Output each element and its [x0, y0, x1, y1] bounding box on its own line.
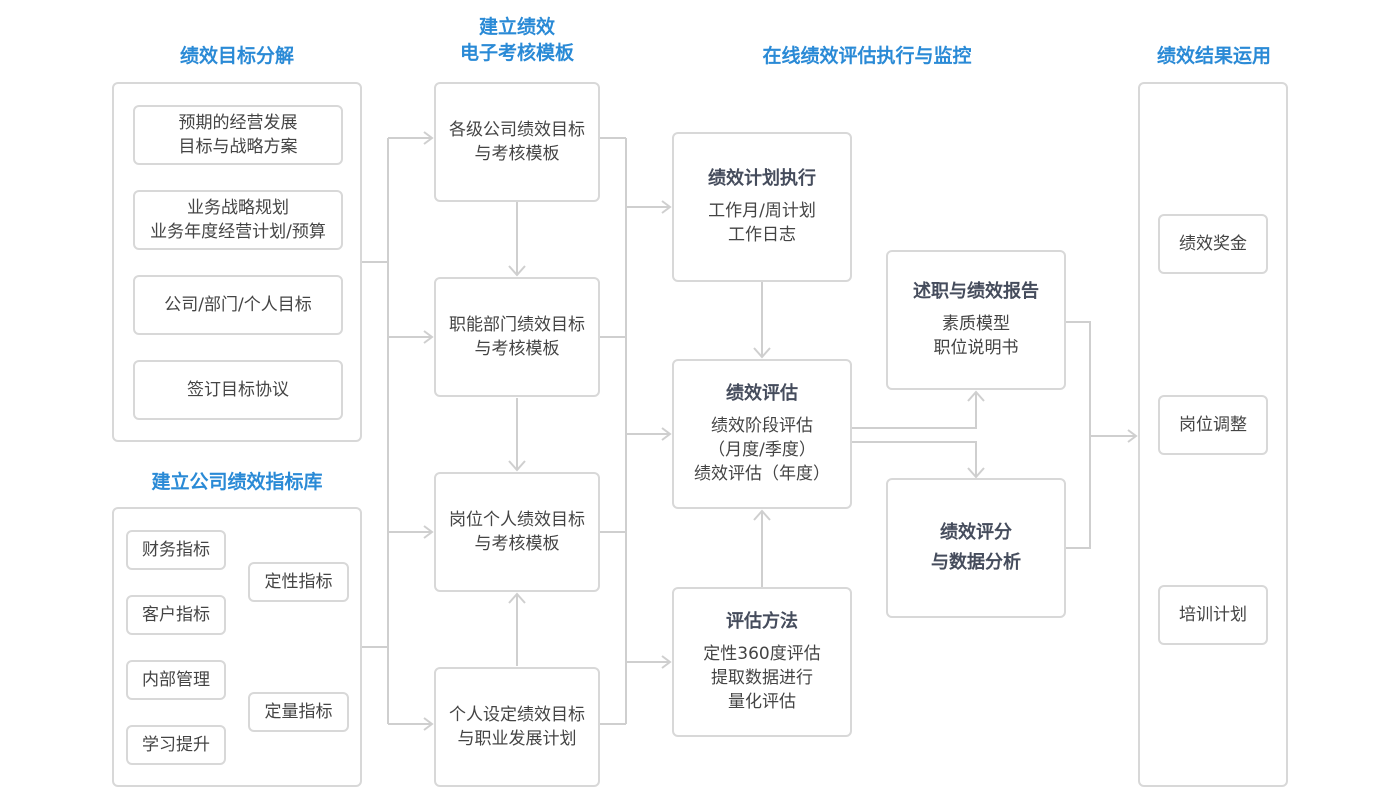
- template-personal-line2: 与职业发展计划: [457, 729, 577, 749]
- report-title: 述职与绩效报告: [913, 281, 1039, 302]
- decompose-box-goals: 公司/部门/个人目标: [133, 275, 343, 335]
- decompose-box-plan: 业务战略规划 业务年度经营计划/预算: [133, 190, 343, 250]
- indicator-quantitative-text: 定量指标: [264, 702, 333, 722]
- template-department-line2: 与考核模板: [474, 339, 560, 359]
- scoring-analysis-line1: 绩效评分: [940, 522, 1012, 543]
- result-adjust-text: 岗位调整: [1179, 415, 1247, 435]
- title-template: 建立绩效 电子考核模板: [417, 14, 617, 66]
- performance-evaluation-title: 绩效评估: [726, 383, 798, 404]
- indicator-quantitative: 定量指标: [248, 692, 349, 732]
- template-position: 岗位个人绩效目标 与考核模板: [434, 472, 600, 592]
- decompose-box-plan-line2: 业务年度经营计划/预算: [150, 222, 326, 242]
- title-decompose: 绩效目标分解: [179, 45, 294, 67]
- indicator-customer: 客户指标: [126, 595, 226, 635]
- result-training: 培训计划: [1158, 585, 1268, 645]
- decompose-box-strategy-line2: 目标与战略方案: [178, 137, 298, 157]
- plan-execution-line1: 工作月/周计划: [708, 201, 816, 221]
- decompose-box-strategy-line1: 预期的经营发展: [178, 113, 298, 133]
- indicator-qualitative-text: 定性指标: [264, 572, 333, 592]
- plan-execution-box: 绩效计划执行 工作月/周计划 工作日志: [672, 132, 852, 282]
- performance-evaluation-line1: 绩效阶段评估: [711, 416, 813, 436]
- template-personal-line1: 个人设定绩效目标: [449, 705, 585, 725]
- indicator-customer-text: 客户指标: [142, 605, 210, 625]
- indicator-qualitative: 定性指标: [248, 562, 349, 602]
- decompose-box-strategy: 预期的经营发展 目标与战略方案: [133, 105, 343, 165]
- result-bonus-text: 绩效奖金: [1179, 234, 1247, 254]
- evaluation-method-title: 评估方法: [726, 611, 798, 632]
- report-box: 述职与绩效报告 素质模型 职位说明书: [886, 250, 1066, 390]
- report-line2: 职位说明书: [933, 338, 1019, 358]
- title-indicator-library: 建立公司绩效指标库: [151, 471, 323, 493]
- performance-evaluation-line2: （月度/季度）: [708, 440, 816, 460]
- template-position-line1: 岗位个人绩效目标: [449, 510, 585, 530]
- result-bonus: 绩效奖金: [1158, 214, 1268, 274]
- plan-execution-title: 绩效计划执行: [708, 168, 816, 189]
- performance-evaluation-box: 绩效评估 绩效阶段评估 （月度/季度） 绩效评估（年度）: [672, 359, 852, 509]
- evaluation-method-line2: 提取数据进行: [711, 668, 813, 688]
- evaluation-method-line3: 量化评估: [728, 692, 796, 712]
- plan-execution-line2: 工作日志: [728, 225, 796, 245]
- template-company: 各级公司绩效目标 与考核模板: [434, 82, 600, 202]
- indicator-finance-text: 财务指标: [142, 540, 210, 560]
- indicator-internal-text: 内部管理: [142, 670, 210, 690]
- template-personal: 个人设定绩效目标 与职业发展计划: [434, 667, 600, 787]
- decompose-box-plan-line1: 业务战略规划: [187, 198, 289, 218]
- title-template-line2: 电子考核模板: [459, 42, 574, 64]
- indicator-learning: 学习提升: [126, 725, 226, 765]
- indicator-internal: 内部管理: [126, 660, 226, 700]
- performance-evaluation-line3: 绩效评估（年度）: [694, 464, 830, 484]
- title-monitor: 在线绩效评估执行与监控: [762, 45, 972, 67]
- scoring-analysis-line2: 与数据分析: [931, 552, 1021, 573]
- title-results: 绩效结果运用: [1156, 45, 1271, 67]
- evaluation-method-box: 评估方法 定性360度评估 提取数据进行 量化评估: [672, 587, 852, 737]
- decompose-box-goals-text: 公司/部门/个人目标: [164, 295, 312, 315]
- indicator-learning-text: 学习提升: [142, 735, 210, 755]
- template-department-line1: 职能部门绩效目标: [449, 315, 585, 335]
- template-company-line2: 与考核模板: [474, 144, 560, 164]
- decompose-box-agreement-text: 签订目标协议: [187, 380, 289, 400]
- template-department: 职能部门绩效目标 与考核模板: [434, 277, 600, 397]
- template-company-line1: 各级公司绩效目标: [449, 120, 585, 140]
- indicator-finance: 财务指标: [126, 530, 226, 570]
- title-template-line1: 建立绩效: [478, 16, 555, 38]
- template-position-line2: 与考核模板: [474, 534, 560, 554]
- result-adjust: 岗位调整: [1158, 395, 1268, 455]
- result-training-text: 培训计划: [1179, 605, 1247, 625]
- evaluation-method-line1: 定性360度评估: [703, 644, 821, 664]
- decompose-box-agreement: 签订目标协议: [133, 360, 343, 420]
- scoring-analysis-box: 绩效评分 与数据分析: [886, 478, 1066, 618]
- report-line1: 素质模型: [942, 314, 1010, 334]
